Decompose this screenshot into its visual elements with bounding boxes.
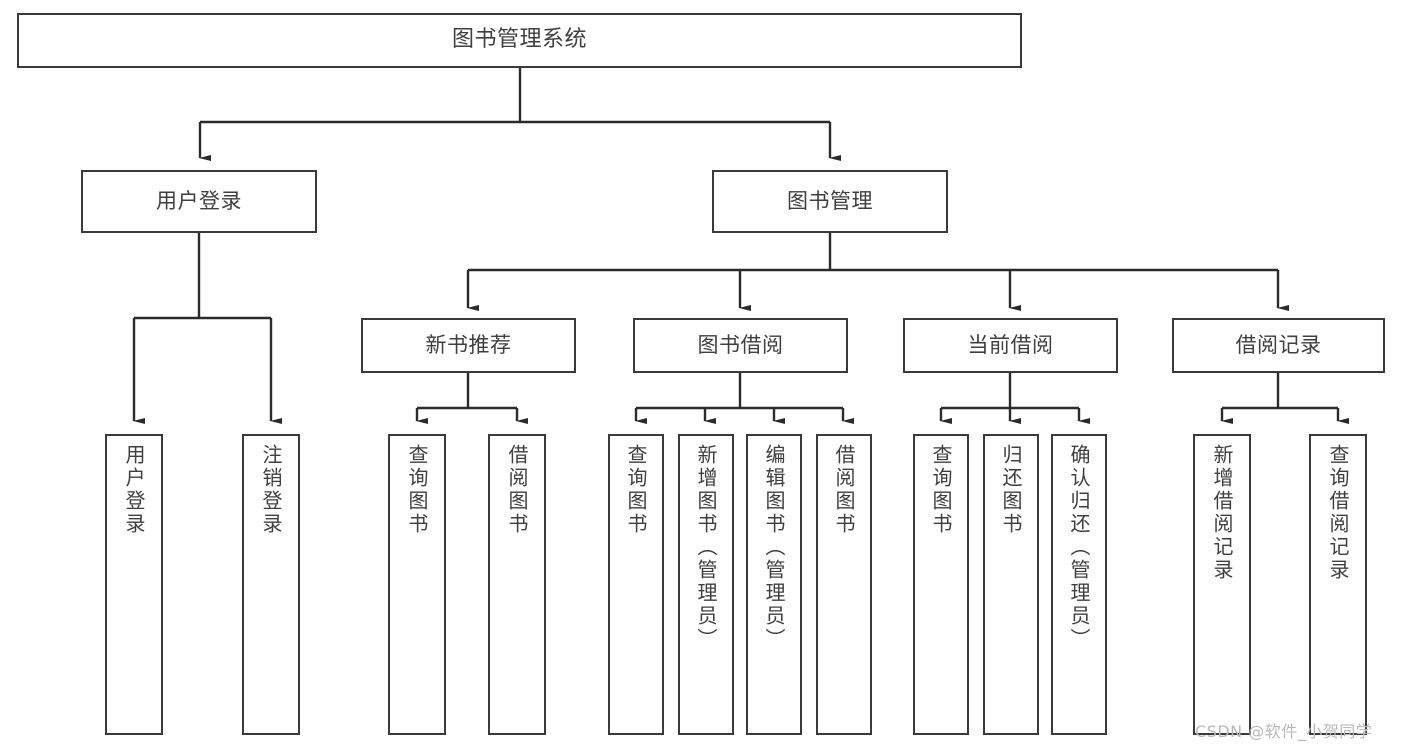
- leaf-book-borrow-edit[interactable]: 编辑图书（管理员）: [746, 434, 802, 735]
- node-book-borrow[interactable]: 图书借阅: [633, 318, 848, 373]
- leaf-book-borrow-borrow[interactable]: 借阅图书: [816, 434, 872, 735]
- node-label: 图书管理: [787, 188, 873, 213]
- node-label: 确认归还（管理员）: [1067, 444, 1091, 651]
- node-label: 图书管理系统: [451, 27, 587, 53]
- node-user-login[interactable]: 用户登录: [81, 170, 317, 233]
- node-label: 当前借阅: [967, 332, 1054, 357]
- node-root-system[interactable]: 图书管理系统: [17, 13, 1022, 68]
- node-label: 图书借阅: [697, 332, 784, 357]
- leaf-current-borrow-query[interactable]: 查询图书: [913, 434, 969, 735]
- leaf-user-login-logout[interactable]: 注销登录: [242, 434, 300, 735]
- node-label: 新书推荐: [425, 332, 512, 357]
- leaf-current-borrow-return[interactable]: 归还图书: [983, 434, 1039, 735]
- node-label: 注销登录: [259, 444, 283, 536]
- node-label: 用户登录: [122, 444, 146, 536]
- node-label: 用户登录: [156, 188, 242, 213]
- node-label: 查询图书: [929, 444, 953, 536]
- node-label: 查询图书: [624, 444, 648, 536]
- node-label: 借阅图书: [505, 444, 529, 536]
- node-label: 查询图书: [405, 444, 429, 536]
- node-label: 编辑图书（管理员）: [762, 444, 786, 651]
- node-label: 借阅记录: [1235, 332, 1322, 357]
- node-book-management[interactable]: 图书管理: [712, 170, 948, 233]
- leaf-user-login-login[interactable]: 用户登录: [105, 434, 163, 735]
- node-borrow-record[interactable]: 借阅记录: [1172, 318, 1385, 373]
- leaf-current-borrow-confirm-return[interactable]: 确认归还（管理员）: [1051, 434, 1107, 735]
- node-label: 新增图书（管理员）: [694, 444, 718, 651]
- node-label: 查询借阅记录: [1326, 444, 1350, 582]
- node-current-borrow[interactable]: 当前借阅: [903, 318, 1118, 373]
- leaf-new-book-query[interactable]: 查询图书: [388, 434, 446, 735]
- watermark-csdn: CSDN @软件_小贺同学: [1195, 722, 1373, 741]
- leaf-book-borrow-add[interactable]: 新增图书（管理员）: [678, 434, 734, 735]
- node-label: 新增借阅记录: [1210, 444, 1234, 582]
- leaf-new-book-borrow[interactable]: 借阅图书: [488, 434, 546, 735]
- leaf-book-borrow-query[interactable]: 查询图书: [608, 434, 664, 735]
- node-label: 借阅图书: [832, 444, 856, 536]
- leaf-borrow-record-add[interactable]: 新增借阅记录: [1193, 434, 1251, 735]
- node-label: 归还图书: [999, 444, 1023, 536]
- leaf-borrow-record-query[interactable]: 查询借阅记录: [1309, 434, 1367, 735]
- node-new-book-recommend[interactable]: 新书推荐: [361, 318, 576, 373]
